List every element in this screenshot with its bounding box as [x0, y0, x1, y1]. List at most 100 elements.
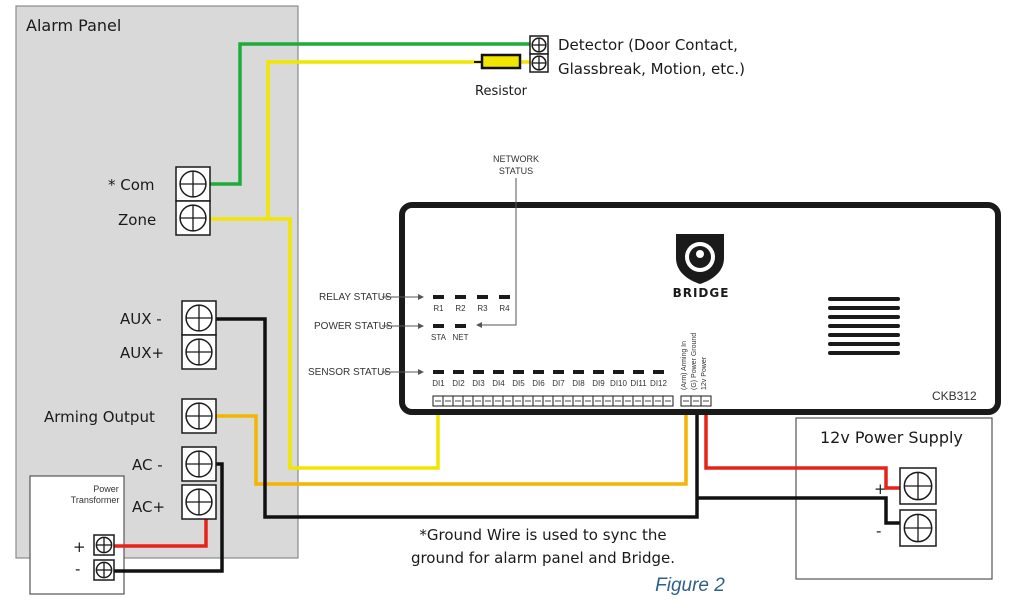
bridge-connector-strip: [432, 395, 712, 407]
arming-output-label: Arming Output: [44, 408, 155, 426]
transformer-plus-label: +: [73, 538, 86, 556]
sensor-led-label: DI7: [552, 379, 565, 388]
ground-note-line2: ground for alarm panel and Bridge.: [411, 549, 675, 567]
grille-slot: [828, 351, 900, 355]
network-status-arrowhead: [476, 322, 482, 328]
detector-label-line1: Detector (Door Contact,: [558, 36, 738, 54]
ground-note-line1: *Ground Wire is used to sync the: [419, 526, 666, 544]
black-wire-ground: [210, 317, 699, 519]
terminal-supply-plus: [899, 467, 937, 505]
sensor-led: [653, 370, 664, 374]
sensor-status-label: SENSOR STATUS: [308, 367, 391, 378]
relay-led-label: R3: [477, 304, 488, 313]
bridge-device: [399, 202, 1001, 415]
sensor-led: [433, 370, 444, 374]
network-status-line1: NETWORK: [493, 154, 539, 164]
terminal-detector-1: [529, 35, 549, 55]
sensor-led-label: DI12: [650, 379, 667, 388]
power-leds: STA NET: [431, 324, 469, 342]
power-led-label: STA: [431, 333, 447, 342]
alarm-panel-box: [15, 5, 299, 559]
sensor-led-label: DI4: [492, 379, 505, 388]
orange-wire-arming: [194, 402, 688, 486]
yellow-wire-zone-detector: [192, 60, 482, 221]
wires: [113, 42, 906, 573]
power-supply-minus-label: -: [876, 522, 881, 540]
terminals: [93, 35, 937, 581]
bridge-model: CKB312: [932, 389, 977, 403]
power-supply-plus-label: +: [874, 480, 887, 498]
network-status-pointer: [478, 178, 517, 326]
terminal-detector-2: [529, 53, 549, 73]
power-led-label: NET: [453, 333, 469, 342]
grille-slot: [828, 297, 900, 301]
black-wire-supply-ground: [697, 496, 906, 525]
sensor-led: [533, 370, 544, 374]
terminal-aux-minus: [181, 300, 217, 336]
sensor-led-label: DI6: [532, 379, 545, 388]
power-status-label: POWER STATUS: [314, 321, 393, 332]
network-status-line2: STATUS: [499, 166, 533, 176]
grille-slot: [828, 306, 900, 310]
sensor-led: [513, 370, 524, 374]
sensor-led-label: DI8: [572, 379, 585, 388]
sensor-led-label: DI9: [592, 379, 605, 388]
red-wire-12v: [704, 402, 906, 490]
relay-status-arrowhead: [418, 294, 424, 300]
sensor-led-label: DI2: [452, 379, 465, 388]
relay-led-label: R4: [499, 304, 510, 313]
grille-slot: [828, 333, 900, 337]
alarm-panel-title: Alarm Panel: [26, 16, 121, 35]
aux-minus-label: AUX -: [120, 310, 162, 328]
figure-caption: Figure 2: [655, 575, 725, 596]
transformer-title-line2: Transformer: [71, 495, 120, 505]
relay-led-label: R1: [433, 304, 444, 313]
ac-plus-label: AC+: [132, 498, 165, 516]
green-wire: [192, 42, 530, 186]
sensor-led: [553, 370, 564, 374]
sensor-led-label: DI11: [630, 379, 647, 388]
relay-leds: R1 R2 R3 R4: [433, 295, 510, 313]
relay-led: [455, 295, 466, 299]
speaker-grille: [828, 297, 900, 355]
sensor-led: [613, 370, 624, 374]
terminal-aux-plus: [181, 334, 217, 370]
sensor-led: [633, 370, 644, 374]
terminal-supply-minus: [899, 509, 937, 547]
terminal-com: [175, 166, 211, 202]
yellow-wire-zone-di1: [268, 217, 440, 470]
sensor-led: [593, 370, 604, 374]
transformer-minus-label: -: [75, 560, 80, 578]
grille-slot: [828, 315, 900, 319]
terminal-ac-minus: [181, 446, 217, 482]
terminal-arming-output: [181, 398, 217, 434]
terminal-transformer-minus: [93, 559, 115, 581]
power-pin-label: (Arm) Arming In: [681, 341, 688, 390]
power-pin-label: 12v Power: [701, 356, 708, 390]
relay-led: [433, 295, 444, 299]
relay-led: [477, 295, 488, 299]
power-status-arrowhead: [418, 323, 424, 329]
zone-label: Zone: [118, 211, 156, 229]
sensor-status-arrowhead: [418, 369, 424, 375]
resistor-icon: [480, 53, 522, 70]
bridge-brand: BRIDGE: [673, 286, 730, 300]
terminal-transformer-plus: [93, 534, 115, 556]
grille-slot: [828, 324, 900, 328]
power-pin-label: (G) Power Ground: [691, 333, 698, 390]
grille-slot: [828, 342, 900, 346]
sensor-led-label: DI3: [472, 379, 485, 388]
sensor-led-label: DI5: [512, 379, 525, 388]
black-wire-ac: [113, 462, 224, 573]
transformer-title-line1: Power: [93, 484, 119, 494]
sensor-led: [473, 370, 484, 374]
terminal-ac-plus: [181, 484, 217, 520]
relay-led-label: R2: [455, 304, 466, 313]
power-led: [455, 324, 466, 328]
relay-led: [499, 295, 510, 299]
power-supply-title: 12v Power Supply: [820, 428, 963, 447]
aux-plus-label: AUX+: [120, 344, 164, 362]
